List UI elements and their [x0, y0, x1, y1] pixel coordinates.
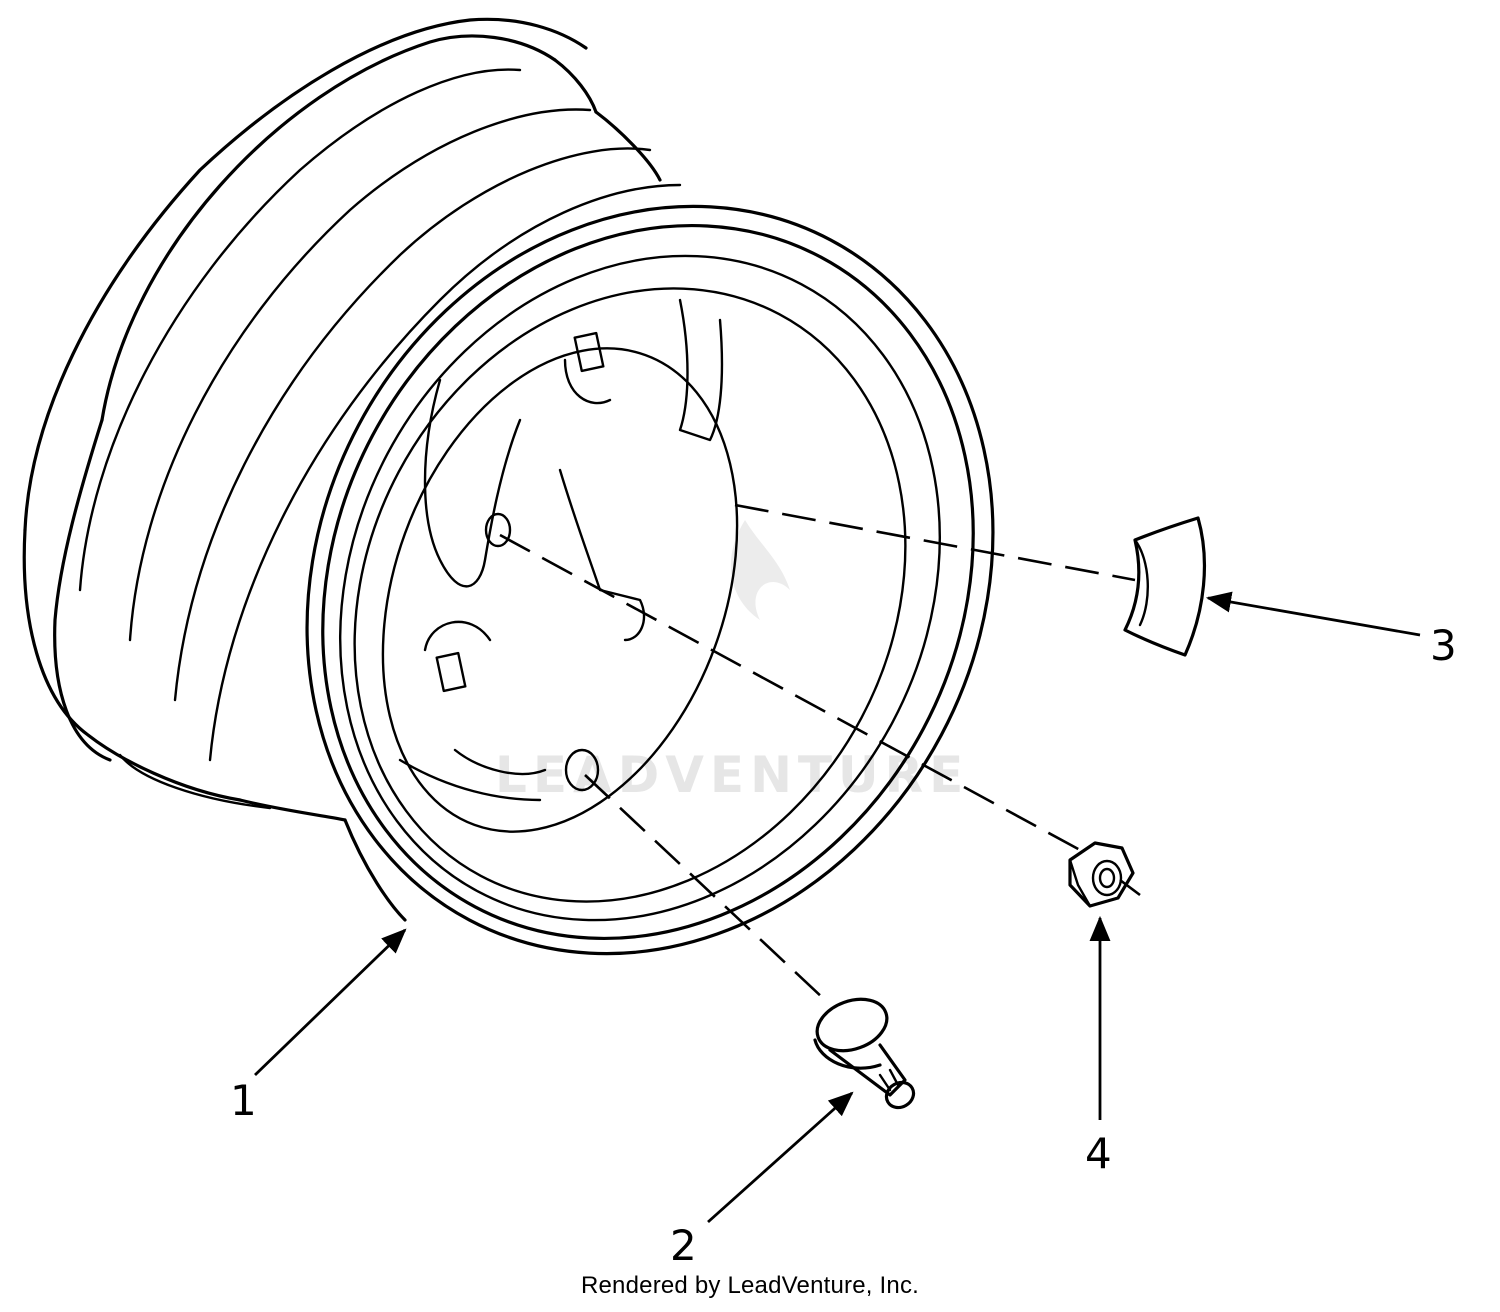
wheel-rim [22, 17, 995, 956]
leader-3 [1205, 591, 1421, 637]
watermark-text: LEADVENTURE [495, 746, 969, 804]
callout-leaders [254, 591, 1421, 1224]
callout-1: 1 [230, 1076, 257, 1125]
callout-4: 4 [1085, 1129, 1112, 1178]
wheel-weight [1123, 516, 1207, 657]
callout-2: 2 [670, 1221, 697, 1270]
valve-stem [813, 997, 916, 1110]
credit-line: Rendered by LeadVenture, Inc. [580, 1272, 920, 1299]
lug-nut [1068, 841, 1135, 908]
leader-1 [254, 928, 407, 1077]
leader-2 [707, 1091, 854, 1224]
watermark: LEADVENTURE [495, 520, 969, 804]
assembly-lines [499, 503, 1141, 1001]
callout-3: 3 [1430, 621, 1457, 670]
